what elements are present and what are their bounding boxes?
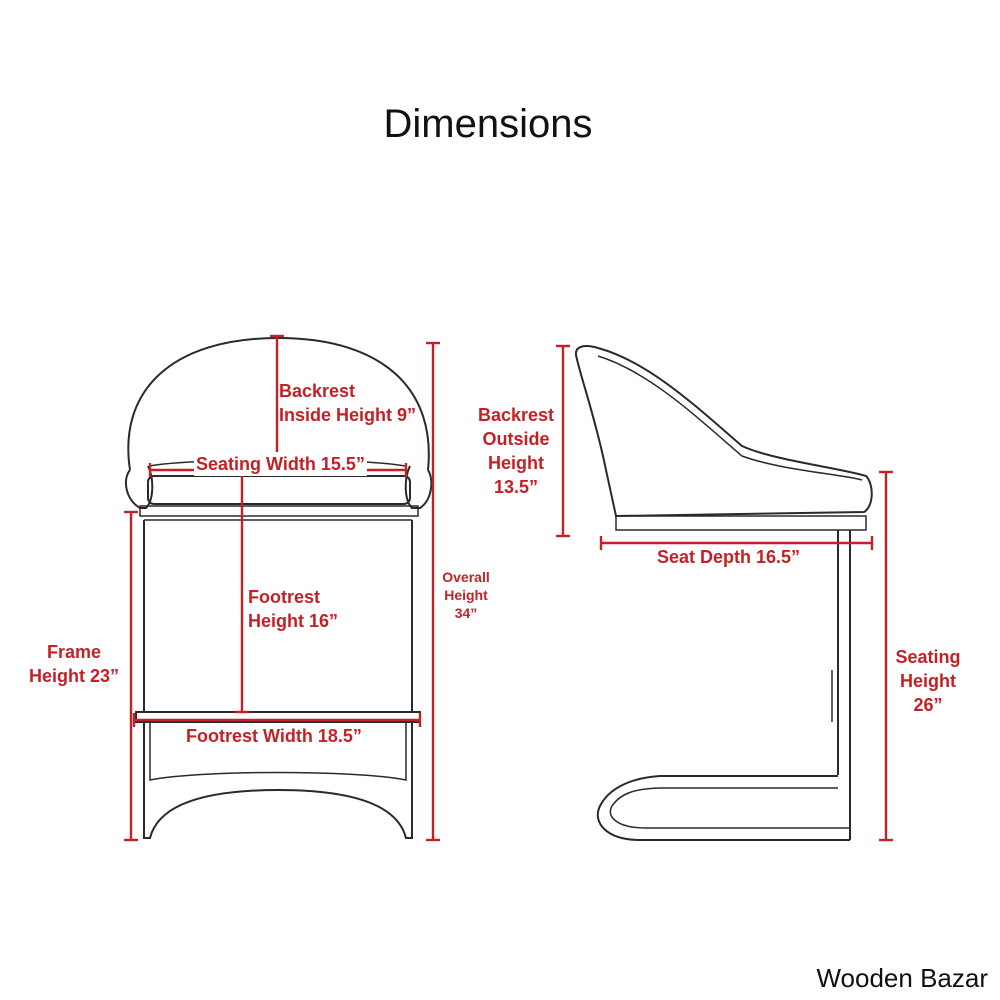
dim-frame-height [124,510,138,842]
label-line: Inside Height 9” [279,405,417,425]
label-line: Height 16” [248,611,339,631]
page-title: Dimensions [383,102,593,146]
label-overall-height: Overall Height 34” [436,568,496,622]
label-line: Frame [46,642,102,662]
front-left-arm [124,465,154,509]
label-backrest-inside-height: Backrest Inside Height 9” [279,379,416,427]
label-line: 26” [913,695,943,715]
dim-overall-height [426,341,440,842]
dim-footrest-width [132,713,422,727]
side-view-chair [574,345,873,841]
label-line: Height [488,453,544,473]
label-line: 34” [454,605,478,621]
label-line: 13.5” [493,477,539,497]
label-seating-width: Seating Width 15.5” [194,452,367,476]
dim-backrest-inside-height [270,334,284,466]
label-line: Height [900,671,956,691]
dim-seating-height [879,470,893,842]
side-base [596,775,850,841]
label-line: Overall [442,569,490,585]
label-line: Backrest [279,381,356,401]
dim-backrest-outside-height [556,344,570,538]
label-line: Height [444,587,488,603]
side-backrest [574,345,873,518]
label-footrest-width: Footrest Width 18.5” [186,726,362,746]
side-seat-plate [615,515,867,531]
dim-seat-depth [599,536,874,550]
label-line: Outside [482,429,550,449]
label-footrest-height: Footrest Height 16” [248,585,338,633]
label-frame-height: Frame Height 23” [20,640,128,688]
label-seat-depth: Seat Depth 16.5” [657,547,801,567]
front-right-arm [404,465,433,509]
label-line: Seating [895,647,961,667]
label-backrest-outside-height: Backrest Outside Height 13.5” [466,403,566,499]
label-line: Footrest [248,587,320,607]
watermark: Wooden Bazar [816,963,988,993]
label-line: Height 23” [28,666,120,686]
dim-footrest-height [235,470,249,714]
front-seat-cushion [147,475,411,505]
label-line: Backrest [477,405,555,425]
label-seating-height: Seating Height 26” [886,645,970,717]
front-base [143,722,413,839]
